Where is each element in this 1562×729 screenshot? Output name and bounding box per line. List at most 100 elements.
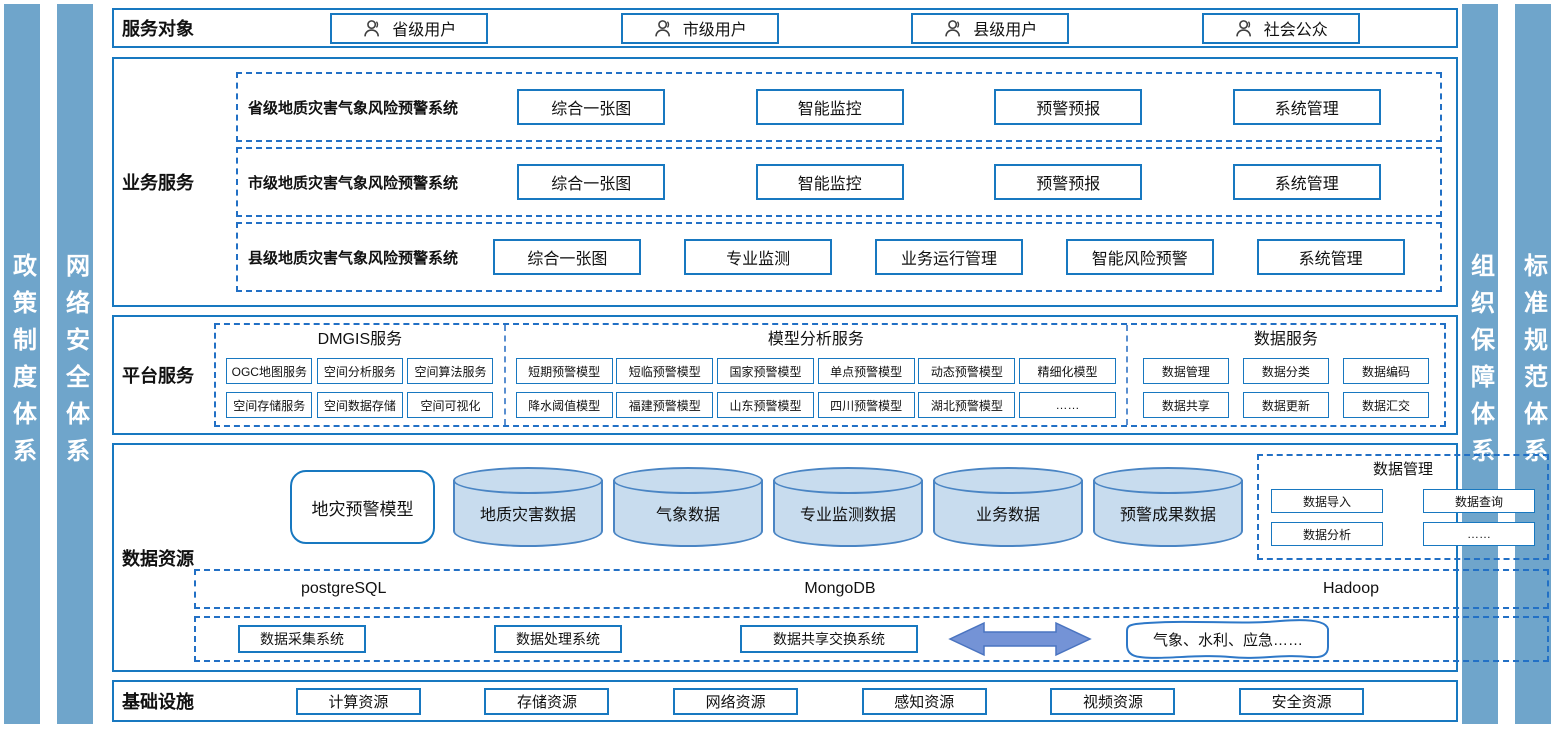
user-icon [655,19,670,36]
resource-sensing: 感知资源 [861,687,987,715]
user-icon [1236,19,1251,36]
platform-groups: DMGIS服务 OGC地图服务 空间分析服务 空间算法服务 空间存储服务 空间数… [214,323,1446,427]
system-data-collection: 数据采集系统 [238,625,366,653]
external-sources-label: 气象、水利、应急…… [1152,631,1303,649]
db-cylinder-geo-disaster: 地质灾害数据 [453,467,603,547]
external-sources-shape: 气象、水利、应急…… [1120,617,1336,661]
service-box: 精细化模型 [1019,358,1116,384]
group-data-services: 数据服务 数据管理 数据分类 数据编码 数据共享 数据更新 数据汇交 [1128,325,1444,425]
module-box: 预警预报 [994,164,1143,200]
pillar-network-security: 网络安全体系 [57,4,93,724]
section-service-targets: 服务对象 省级用户 市级用户 县级用户 社会公众 [112,8,1458,48]
cylinder-label: 气象数据 [655,507,720,524]
service-box: 数据更新 [1242,392,1329,418]
module-box: 综合一张图 [493,239,642,275]
group-model-analysis-services: 模型分析服务 短期预警模型 短临预警模型 国家预警模型 单点预警模型 动态预警模… [506,325,1128,425]
db-cylinder-meteorology: 气象数据 [613,467,763,547]
disaster-warning-model-box: 地灾预警模型 [290,470,435,544]
service-box: 单点预警模型 [817,358,915,384]
dm-box-analysis: 数据分析 [1271,522,1383,546]
cylinder-label: 预警成果数据 [1119,507,1216,524]
service-box: 空间存储服务 [226,392,313,418]
db-mongodb: MongoDB [804,580,876,597]
dm-box-query: 数据查询 [1423,489,1535,513]
section-title: 平台服务 [122,366,194,386]
service-box: 国家预警模型 [716,358,814,384]
resource-compute: 计算资源 [295,687,421,715]
module-box: 业务运行管理 [874,239,1023,275]
pillar-standard-spec: 标准规范体系 [1515,4,1551,724]
service-box: …… [1019,392,1116,418]
target-county-user: 县级用户 [911,12,1070,44]
module-box: 智能风险预警 [1065,239,1214,275]
group-title: DMGIS服务 [317,331,403,348]
service-box: 湖北预警模型 [918,392,1016,418]
service-box: 数据汇交 [1342,392,1429,418]
dm-box-more: …… [1423,522,1535,546]
cylinder-label: 专业监测数据 [799,507,896,524]
module-box: 系统管理 [1232,164,1381,200]
section-title: 业务服务 [122,173,194,193]
section-data-resources: 数据资源 地灾预警模型 地质灾害数据 气象数据 专业监测数据 [112,443,1549,672]
service-box: 空间算法服务 [407,358,494,384]
target-label: 省级用户 [392,22,457,39]
db-cylinder-business: 业务数据 [933,467,1083,547]
target-city-user: 市级用户 [620,12,779,44]
module-box: 综合一张图 [517,89,666,125]
section-platform-services: 平台服务 DMGIS服务 OGC地图服务 空间分析服务 空间算法服务 空间存储服… [112,315,1458,435]
service-box: 数据分类 [1242,358,1329,384]
module-box: 综合一张图 [517,164,666,200]
db-postgresql: postgreSQL [301,580,387,597]
service-box: OGC地图服务 [226,358,313,384]
target-public: 社会公众 [1201,12,1360,44]
target-province-user: 省级用户 [330,12,489,44]
service-box: 短临预警模型 [616,358,714,384]
group-title: 模型分析服务 [767,331,864,348]
target-label: 市级用户 [682,22,747,39]
module-box: 专业监测 [684,239,833,275]
data-management-panel: 数据管理 数据导入 数据查询 数据分析 …… [1257,454,1549,560]
data-systems-layer: 数据采集系统 数据处理系统 数据共享交换系统 气象、水利、应急…… [194,616,1549,662]
system-name: 省级地质灾害气象风险预警系统 [248,99,459,117]
service-box: 数据管理 [1142,358,1229,384]
diagram-body: 服务对象 省级用户 市级用户 县级用户 社会公众 [112,8,1549,722]
business-rows: 省级地质灾害气象风险预警系统 综合一张图 智能监控 预警预报 系统管理 市级地质… [236,59,1456,305]
section-business-services: 业务服务 省级地质灾害气象风险预警系统 综合一张图 智能监控 预警预报 系统管理… [112,57,1458,307]
service-box: 福建预警模型 [616,392,714,418]
module-box: 预警预报 [994,89,1143,125]
service-box: 数据编码 [1342,358,1429,384]
service-box: 四川预警模型 [817,392,915,418]
group-title: 数据服务 [1253,331,1318,348]
double-arrow-icon [946,619,1094,659]
cylinder-label: 地质灾害数据 [479,507,576,524]
pillar-organization-guarantee: 组织保障体系 [1462,4,1498,724]
group-dmgis-services: DMGIS服务 OGC地图服务 空间分析服务 空间算法服务 空间存储服务 空间数… [216,325,506,425]
module-box: 系统管理 [1256,239,1405,275]
resource-network: 网络资源 [673,687,799,715]
business-row-province: 省级地质灾害气象风险预警系统 综合一张图 智能监控 预警预报 系统管理 [236,72,1442,142]
section-title: 数据资源 [122,548,194,569]
service-box: 数据共享 [1142,392,1229,418]
module-box: 智能监控 [755,89,904,125]
business-row-county: 县级地质灾害气象风险预警系统 综合一张图 专业监测 业务运行管理 智能风险预警 … [236,222,1442,292]
resource-storage: 存储资源 [484,687,610,715]
service-box: 动态预警模型 [918,358,1016,384]
system-name: 市级地质灾害气象风险预警系统 [248,174,459,192]
service-box: 降水阈值模型 [515,392,613,418]
system-data-processing: 数据处理系统 [494,625,622,653]
system-data-sharing-exchange: 数据共享交换系统 [740,625,918,653]
business-row-city: 市级地质灾害气象风险预警系统 综合一张图 智能监控 预警预报 系统管理 [236,147,1442,217]
service-box: 短期预警模型 [515,358,613,384]
service-box: 空间数据存储 [316,392,403,418]
user-icon [364,19,380,36]
db-cylinder-professional-monitoring: 专业监测数据 [773,467,923,547]
section-title: 服务对象 [122,19,194,39]
panel-title: 数据管理 [1372,461,1433,478]
service-box: 空间可视化 [407,392,494,418]
dm-box-import: 数据导入 [1271,489,1383,513]
target-label: 社会公众 [1263,22,1328,39]
target-label: 县级用户 [973,22,1038,39]
service-box: 空间分析服务 [316,358,403,384]
cylinder-label: 业务数据 [975,507,1040,524]
